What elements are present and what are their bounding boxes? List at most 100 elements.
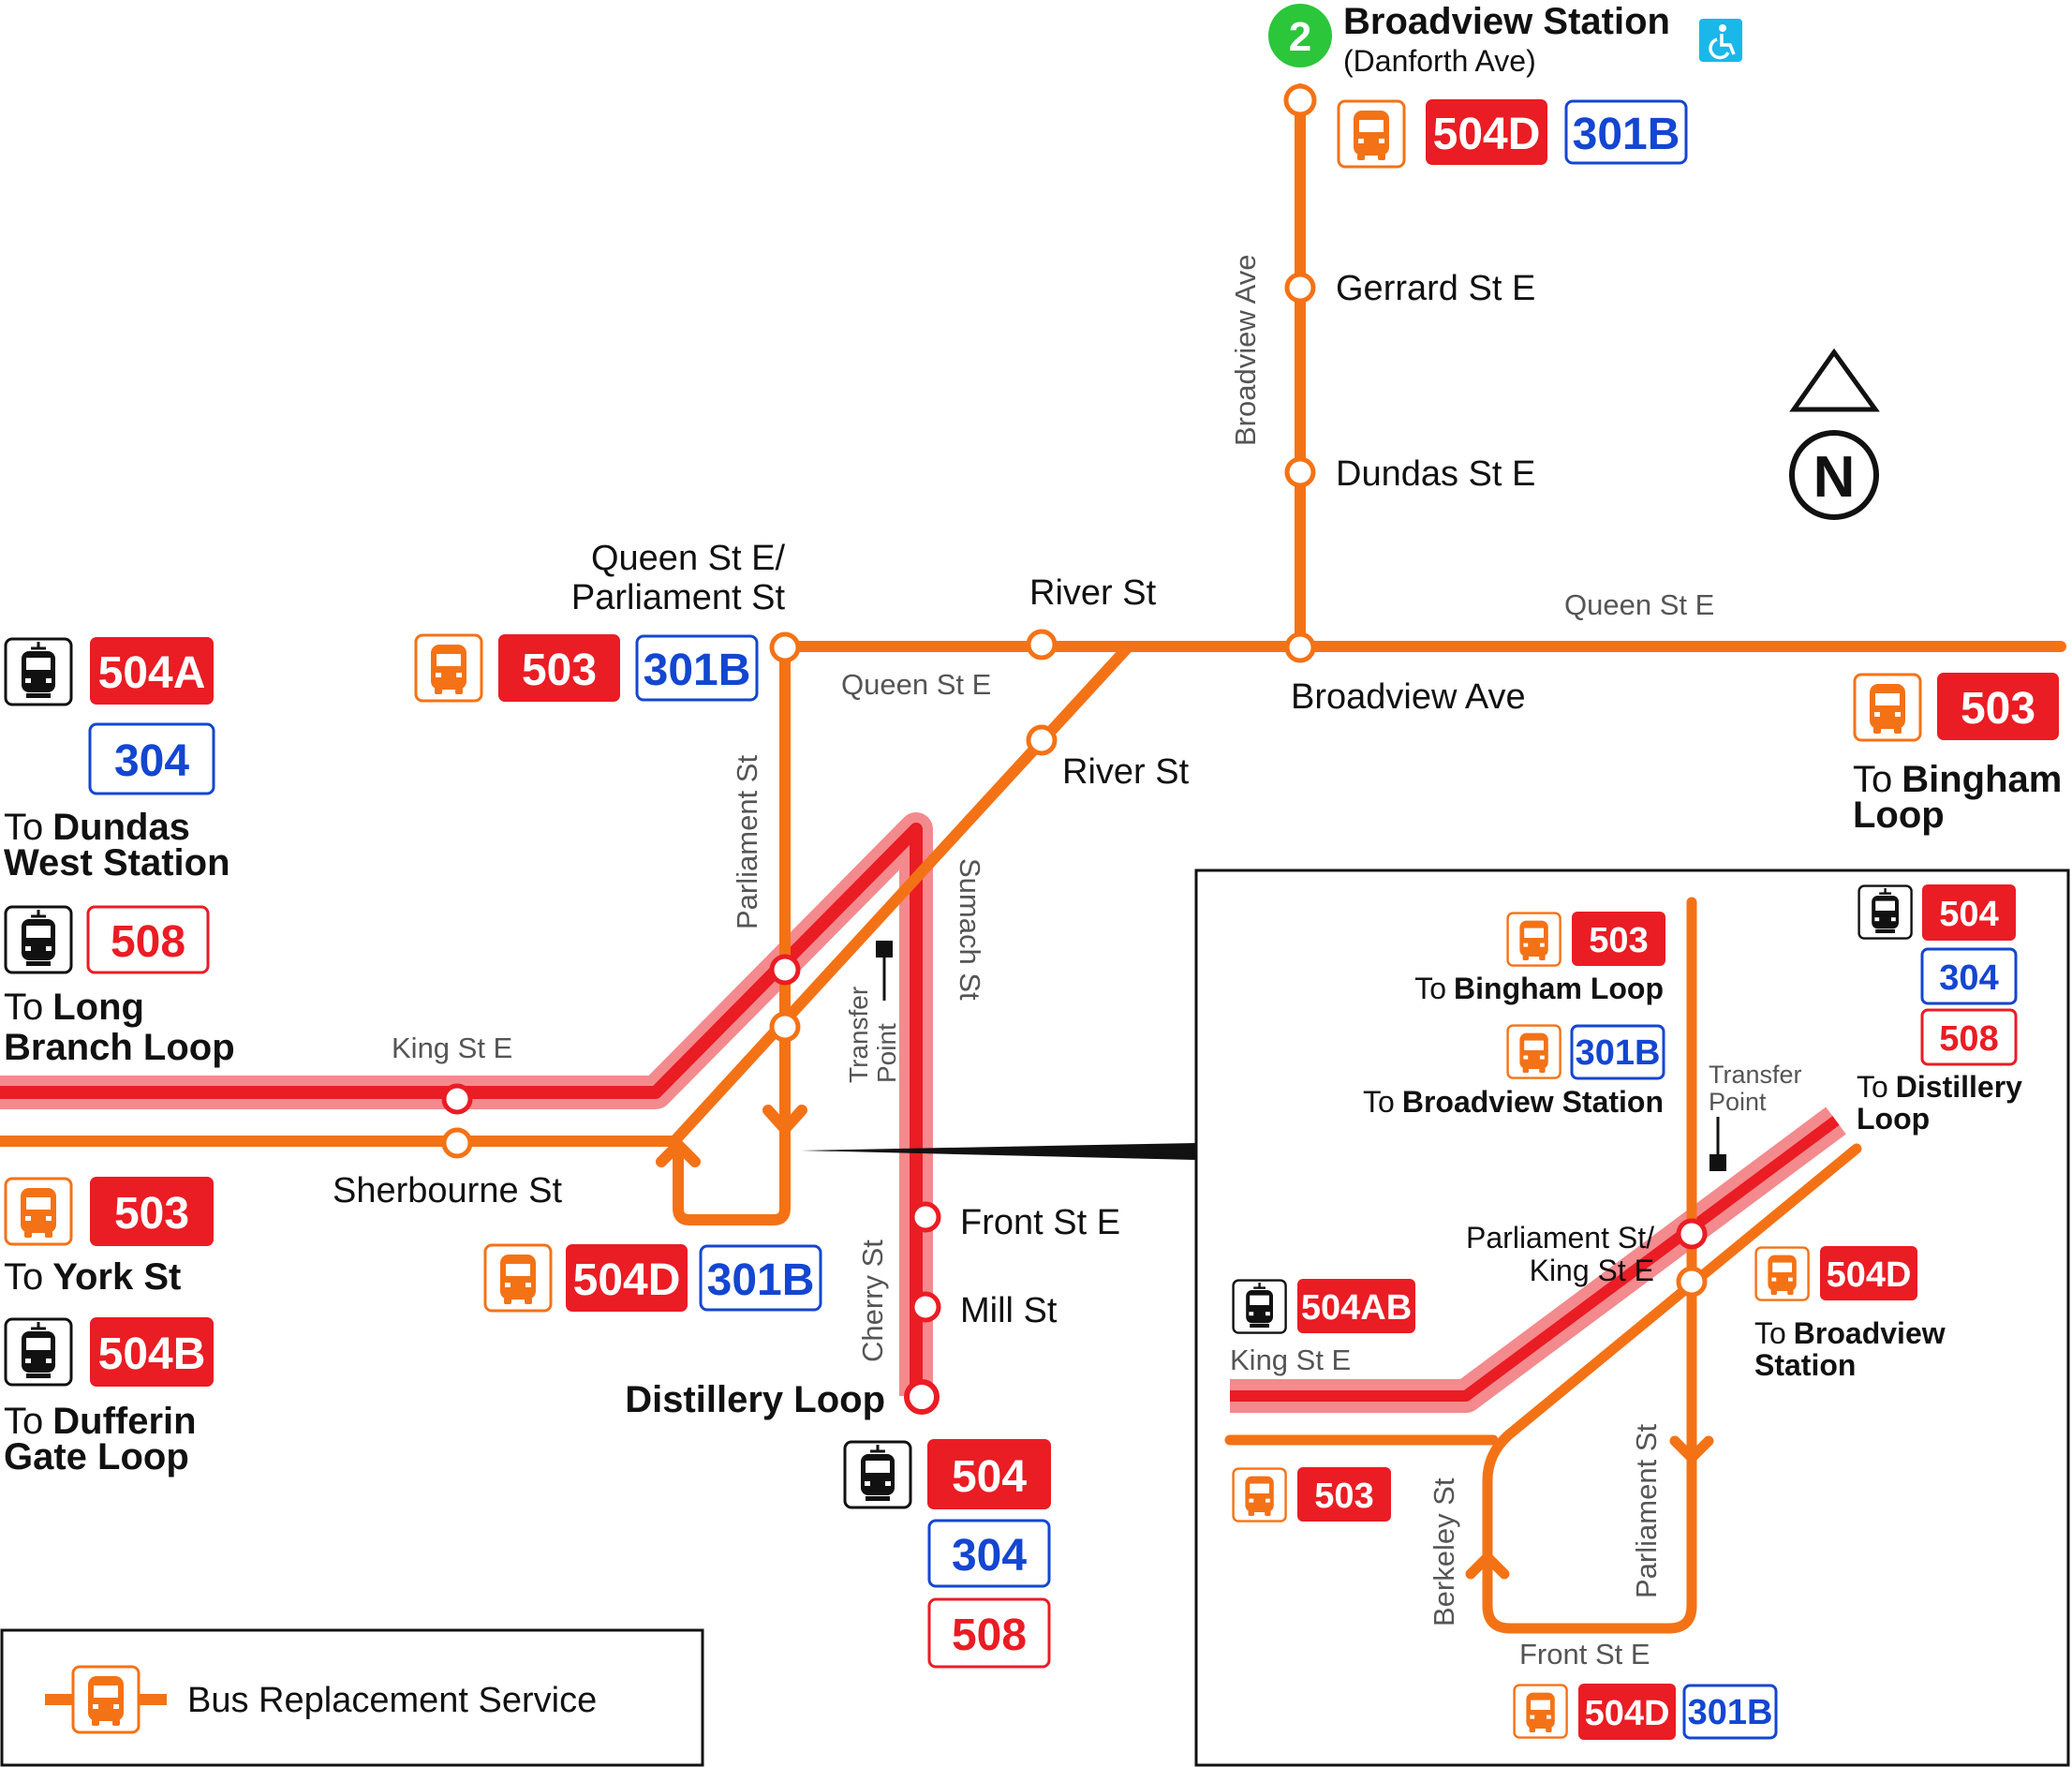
svg-text:301B: 301B xyxy=(1576,1033,1661,1073)
route-badge-504d: 504D xyxy=(566,1244,688,1312)
route-badge-504a: 504A xyxy=(90,637,214,705)
stop-markers xyxy=(441,83,1317,1415)
street-label-cherry-st: Cherry St xyxy=(856,1240,889,1362)
streetcar-icon xyxy=(4,1317,73,1387)
svg-text:504: 504 xyxy=(1939,895,1998,934)
bus-icon xyxy=(71,1665,141,1734)
route-badge-504d: 504D xyxy=(1820,1246,1917,1300)
route-badge-504: 504 xyxy=(927,1439,1051,1509)
destination-bingham-2: Loop xyxy=(1853,794,1945,836)
station-subtitle: (Danforth Ave) xyxy=(1343,44,1536,78)
route-badge-504d: 504D xyxy=(1426,99,1547,165)
stop-label-front: Front St E xyxy=(960,1203,1120,1242)
svg-text:508: 508 xyxy=(1939,1019,1998,1059)
destination-dundas-west-2: West Station xyxy=(4,842,230,884)
svg-text:504AB: 504AB xyxy=(1301,1288,1412,1328)
route-badge-508: 508 xyxy=(86,905,210,974)
inset-stop-streetcar xyxy=(1676,1218,1708,1250)
inset-street-label-berkeley-st: Berkeley St xyxy=(1428,1477,1460,1626)
north-arrow-icon: N xyxy=(1789,348,1880,520)
bus-icon xyxy=(1853,673,1922,742)
inset-transfer-point-2: Point xyxy=(1709,1088,1767,1116)
bus-icon xyxy=(4,1177,73,1246)
stop-label-river-lower: River St xyxy=(1062,752,1190,792)
svg-text:503: 503 xyxy=(522,646,597,695)
bus-route-inset xyxy=(1224,897,1862,1634)
inset-destination-distillery-2: Loop xyxy=(1857,1102,1930,1136)
streetcar-icon xyxy=(1857,884,1913,940)
station-name: Broadview Station xyxy=(1343,1,1670,42)
svg-text:304: 304 xyxy=(1939,958,1998,998)
streetcar-icon xyxy=(843,1440,912,1509)
route-badge-304: 304 xyxy=(927,1519,1051,1588)
streetcar-icon xyxy=(1232,1279,1287,1334)
svg-text:503: 503 xyxy=(1589,921,1648,960)
route-badge-504b: 504B xyxy=(90,1317,214,1387)
svg-text:504B: 504B xyxy=(98,1329,206,1379)
inset-street-label-parliament-st: Parliament St xyxy=(1630,1424,1663,1598)
destination-dufferin-2: Gate Loop xyxy=(4,1436,189,1477)
subway-line-2-icon xyxy=(1268,4,1332,67)
street-label-queen-st-e-right: Queen St E xyxy=(1564,588,1714,621)
bus-icon xyxy=(1506,912,1561,967)
svg-text:301B: 301B xyxy=(1573,110,1680,159)
bus-icon xyxy=(1754,1246,1810,1301)
street-label-parliament-st: Parliament St xyxy=(731,755,763,929)
stop-label-queen-parliament-2: Parliament St xyxy=(571,578,786,617)
svg-text:301B: 301B xyxy=(644,646,751,695)
streetcar-route-inset xyxy=(1230,1106,1846,1413)
transfer-point-marker xyxy=(876,941,893,1001)
transfer-point-label-2: Point xyxy=(872,1023,901,1083)
svg-text:508: 508 xyxy=(111,917,185,967)
streetcar-icon xyxy=(4,637,73,706)
stop-label-river-upper: River St xyxy=(1029,573,1157,613)
inset-stop-label-parliament-king-1: Parliament St/ xyxy=(1466,1221,1654,1255)
inset-street-label-front-st-e: Front St E xyxy=(1519,1638,1650,1670)
route-badge-301b: 301B xyxy=(635,634,759,702)
bus-icon xyxy=(483,1243,553,1313)
svg-text:503: 503 xyxy=(114,1189,189,1239)
route-badge-504ab: 504AB xyxy=(1297,1279,1415,1333)
bus-icon xyxy=(1232,1467,1287,1522)
inset-street-label-king-st-e: King St E xyxy=(1230,1344,1351,1376)
wheelchair-accessible-icon xyxy=(1699,19,1742,62)
inset-stop-bus xyxy=(1676,1266,1708,1298)
inset-stop-label-parliament-king-2: King St E xyxy=(1530,1254,1654,1287)
stop-label-queen-parliament-1: Queen St E/ xyxy=(591,539,785,578)
bus-icon xyxy=(1506,1024,1561,1079)
route-badge-503: 503 xyxy=(1572,912,1665,966)
svg-text:301B: 301B xyxy=(1688,1693,1773,1732)
svg-text:304: 304 xyxy=(952,1531,1027,1581)
route-badge-301b: 301B xyxy=(699,1244,822,1312)
svg-text:503: 503 xyxy=(1961,684,2035,734)
street-label-king-st-e: King St E xyxy=(392,1032,512,1064)
route-badge-503: 503 xyxy=(498,634,620,702)
svg-text:N: N xyxy=(1813,445,1856,510)
svg-text:304: 304 xyxy=(114,736,189,786)
stop-label-dundas: Dundas St E xyxy=(1336,454,1535,494)
inset-transfer-point-1: Transfer xyxy=(1709,1061,1802,1089)
bus-icon xyxy=(1513,1684,1568,1739)
svg-text:503: 503 xyxy=(1314,1477,1373,1516)
route-badge-508: 508 xyxy=(927,1597,1051,1669)
street-label-broadview-ave: Broadview Ave xyxy=(1229,255,1262,447)
route-badge-301b: 301B xyxy=(1564,99,1688,165)
stop-label-mill: Mill St xyxy=(960,1291,1058,1330)
stop-label-distillery-loop: Distillery Loop xyxy=(625,1379,885,1420)
route-badge-508: 508 xyxy=(1920,1008,2018,1066)
stop-label-sherbourne: Sherbourne St xyxy=(333,1171,562,1210)
route-badge-504: 504 xyxy=(1922,884,2016,941)
inset-destination-broadview-2: Station xyxy=(1754,1348,1856,1382)
svg-text:508: 508 xyxy=(952,1611,1027,1660)
svg-text:504D: 504D xyxy=(573,1255,681,1305)
street-label-sumach-st: Sumach St xyxy=(954,858,986,1001)
inset-pointer xyxy=(801,1143,1196,1160)
